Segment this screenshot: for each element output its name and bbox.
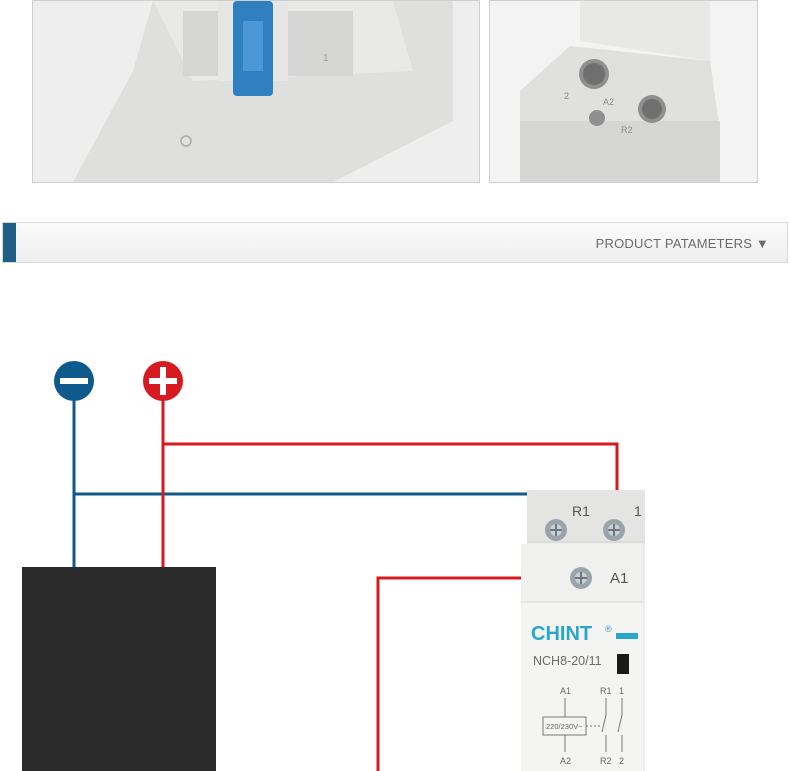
a1-wire (376, 576, 581, 771)
product-photo-right: 2 A2 R2 (489, 0, 758, 183)
terminal-label-a1: A1 (610, 570, 628, 587)
section-accent (3, 223, 16, 262)
brand-bar (616, 633, 638, 639)
brand-registered-mark: ® (605, 624, 612, 634)
photo-marking: 1 (323, 53, 329, 64)
section-title: PRODUCT PATAMETERS ▼ (595, 236, 769, 251)
section-header: PRODUCT PATAMETERS ▼ (2, 222, 788, 263)
plus-icon (143, 361, 183, 401)
terminal-label-1: 1 (634, 503, 642, 519)
schematic: A1 R1 1 220/230V~ A2 R2 2 (542, 686, 624, 766)
schematic-a2: A2 (560, 756, 571, 766)
screw-r1 (545, 519, 567, 541)
screw-a1 (570, 567, 592, 589)
screw-1 (603, 519, 625, 541)
terminal-label-r2: R2 (621, 125, 633, 135)
schematic-voltage: 220/230V~ (546, 722, 583, 731)
product-photo-left: 1 (32, 0, 480, 183)
terminal-closeup-image: 2 A2 R2 (490, 1, 757, 182)
power-supply-box (22, 567, 216, 771)
schematic-1: 1 (619, 686, 624, 696)
schematic-a1: A1 (560, 686, 571, 696)
terminal-label-2: 2 (564, 91, 569, 101)
status-window (617, 654, 629, 674)
brand-logo: CHINT (531, 623, 592, 645)
contactor-closeup-image: 1 (33, 1, 479, 182)
negative-wire (72, 400, 558, 568)
schematic-r1: R1 (600, 686, 612, 696)
minus-icon (54, 361, 94, 401)
terminal-label-r1: R1 (572, 503, 590, 519)
schematic-2: 2 (619, 756, 624, 766)
model-number: NCH8-20/11 (533, 654, 602, 668)
wiring-diagram: R1 1 A1 CHINT ® NCH8-20/11 A1 R1 1 220/2… (22, 361, 645, 771)
contactor-module: R1 1 A1 CHINT ® NCH8-20/11 A1 R1 1 220/2… (521, 490, 645, 771)
schematic-r2: R2 (600, 756, 612, 766)
terminal-label-a2: A2 (603, 97, 614, 107)
